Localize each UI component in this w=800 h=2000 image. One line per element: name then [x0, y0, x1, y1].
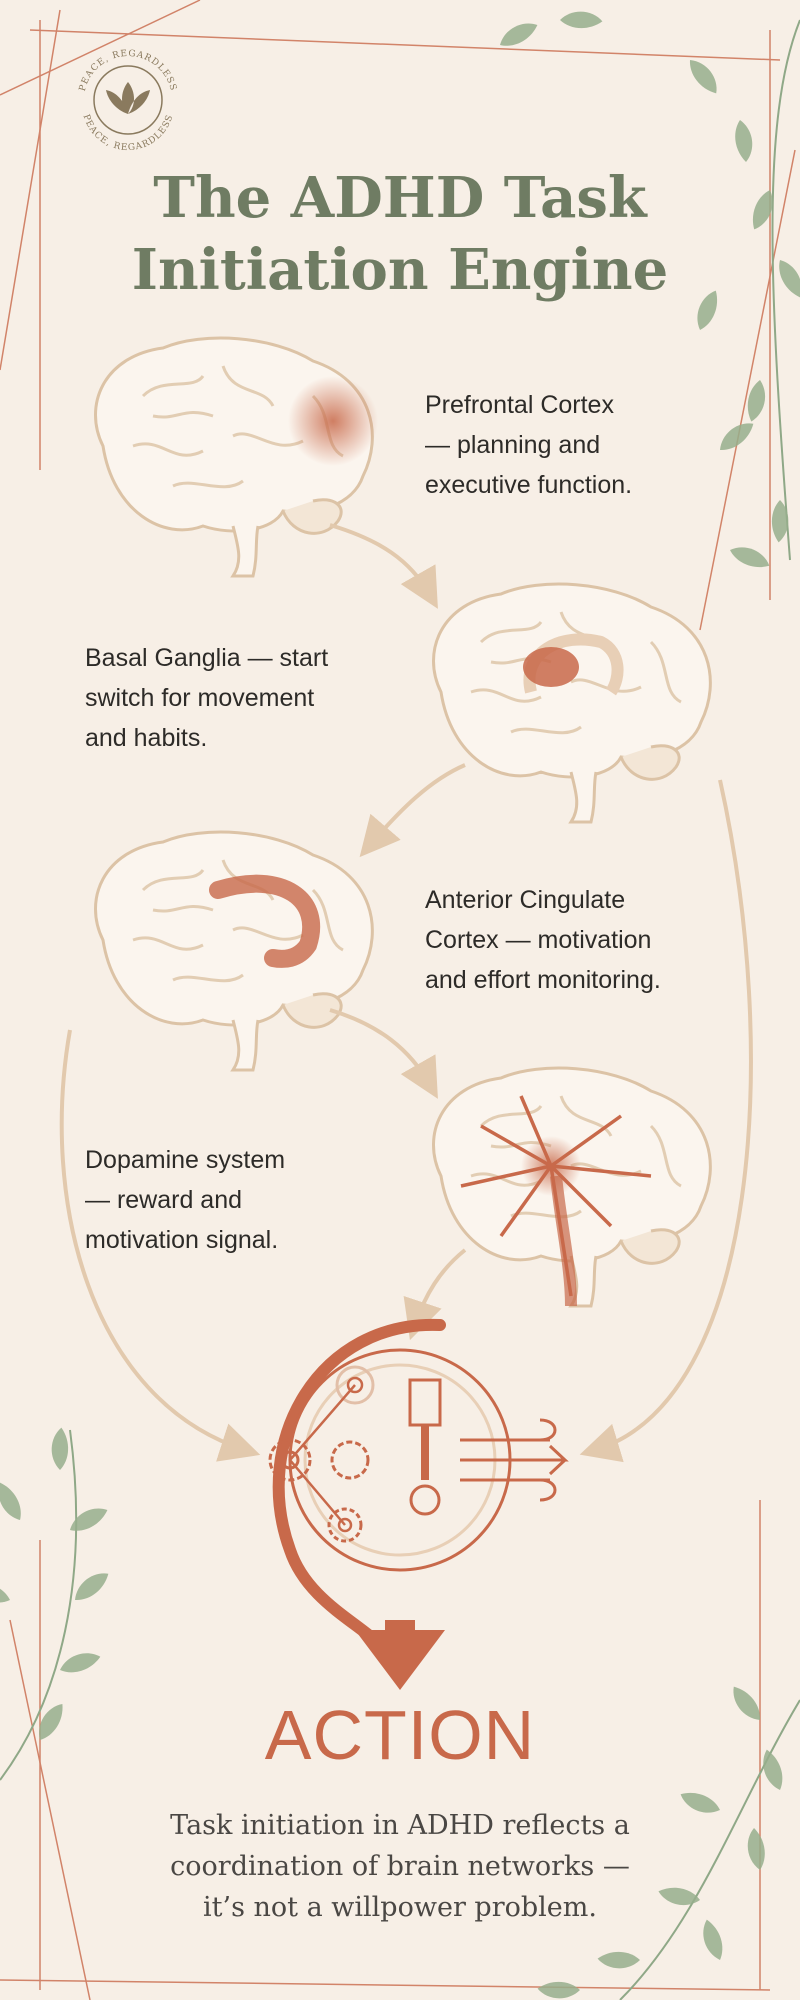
label-anterior-cingulate-cortex: Anterior Cingulate Cortex — motivation a…	[425, 880, 661, 1000]
leaf-decoration-bottom-left	[0, 1426, 114, 1781]
flow-arrows	[59, 523, 753, 1463]
leaf-decoration-bottom-right	[536, 1681, 800, 2000]
down-arrow-to-action	[355, 1620, 445, 1690]
label-line: Basal Ganglia — start	[85, 644, 329, 672]
brain-dopamine-system	[432, 1066, 712, 1308]
summary-text: Task initiation in ADHD reflects a coord…	[0, 1805, 800, 1928]
summary-line: it’s not a willpower problem.	[203, 1892, 597, 1923]
label-line: — planning and	[425, 431, 601, 459]
label-line: Anterior Cingulate	[425, 886, 626, 914]
label-line: Dopamine system	[85, 1146, 286, 1174]
title-line-1: The ADHD Task	[153, 165, 647, 231]
label-line: motivation signal.	[85, 1226, 279, 1254]
label-line: and habits.	[85, 724, 208, 752]
logo-peace-regardless	[93, 65, 163, 135]
title-line-2: Initiation Engine	[131, 237, 669, 303]
summary-line: Task initiation in ADHD reflects a	[170, 1810, 630, 1841]
label-dopamine-system: Dopamine system — reward and motivation …	[85, 1140, 285, 1260]
leaf-decoration-top-right	[495, 7, 800, 576]
label-line: Cortex — motivation	[425, 926, 652, 954]
label-basal-ganglia: Basal Ganglia — start switch for movemen…	[85, 638, 328, 758]
brain-prefrontal-cortex	[94, 336, 378, 578]
label-line: executive function.	[425, 471, 633, 499]
engine-icon	[268, 1318, 569, 1666]
brain-anterior-cingulate-cortex	[94, 830, 374, 1072]
label-line: switch for movement	[85, 684, 315, 712]
lotus-icon	[106, 82, 150, 114]
label-line: and effort monitoring.	[425, 966, 661, 994]
label-prefrontal-cortex: Prefrontal Cortex — planning and executi…	[425, 385, 632, 505]
summary-line: coordination of brain networks —	[170, 1851, 630, 1882]
brain-basal-ganglia	[432, 582, 712, 824]
label-line: — reward and	[85, 1186, 243, 1214]
label-line: Prefrontal Cortex	[425, 391, 614, 419]
page-title: The ADHD Task Initiation Engine	[0, 162, 800, 306]
action-heading: ACTION	[264, 1696, 536, 1774]
